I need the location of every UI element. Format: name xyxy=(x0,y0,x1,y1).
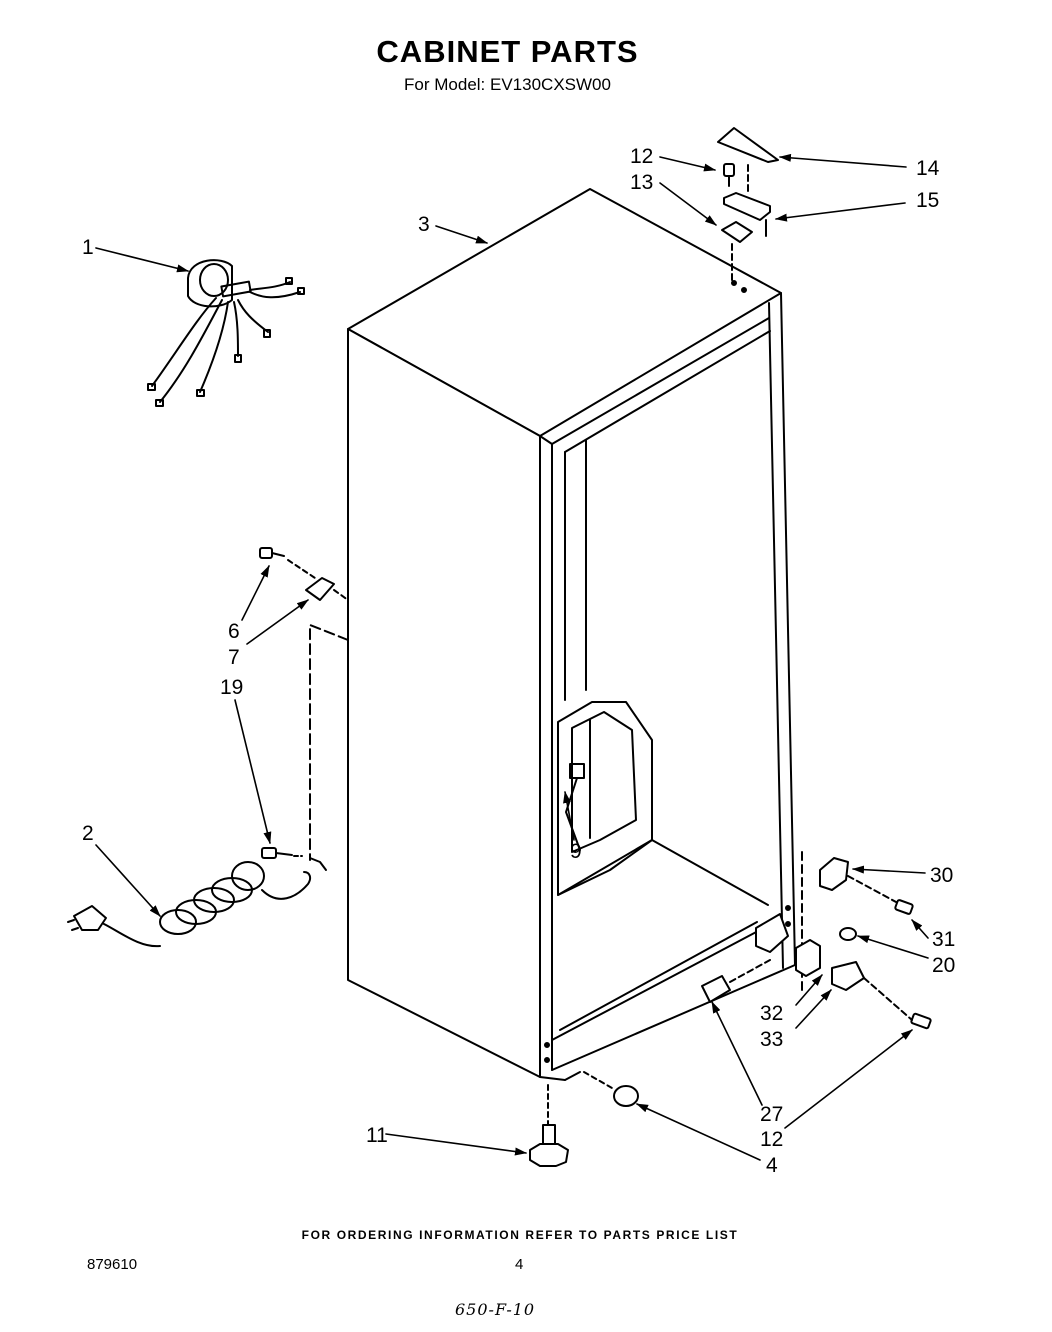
callout-33: 33 xyxy=(760,1028,783,1051)
callout-9: 9 xyxy=(570,840,582,863)
callout-1: 1 xyxy=(82,236,94,259)
part-27-block xyxy=(701,959,771,1003)
callout-19: 19 xyxy=(220,676,243,699)
callout-27: 27 xyxy=(760,1103,783,1126)
plug-button xyxy=(583,1071,639,1107)
document-number: 879610 xyxy=(87,1256,138,1273)
callout-14: 14 xyxy=(916,157,940,180)
leveling-leg xyxy=(529,1084,569,1167)
handwritten-note: 650-F-10 xyxy=(455,1300,536,1319)
power-cord xyxy=(67,861,312,948)
callout-30: 30 xyxy=(930,864,953,887)
callout-32: 32 xyxy=(760,1002,783,1025)
callout-31: 31 xyxy=(932,928,955,951)
ordering-note: FOR ORDERING INFORMATION REFER TO PARTS … xyxy=(301,1228,739,1242)
screw-and-clip xyxy=(259,547,349,601)
top-hinge-assembly xyxy=(717,127,779,281)
callout-15: 15 xyxy=(916,189,939,212)
leader-lines xyxy=(95,153,929,1161)
cabinet-body xyxy=(347,188,796,1081)
callout-2: 2 xyxy=(82,822,94,845)
page-number: 4 xyxy=(515,1256,524,1273)
callout-12-top: 12 xyxy=(630,145,653,168)
bottom-hinge-assembly xyxy=(755,851,932,1030)
callout-13: 13 xyxy=(630,171,653,194)
callout-11: 11 xyxy=(366,1124,388,1147)
cord-bracket xyxy=(261,624,349,871)
model-subtitle: For Model: EV130CXSW00 xyxy=(404,75,611,94)
page-title: CABINET PARTS xyxy=(376,34,639,69)
callout-3: 3 xyxy=(418,213,430,236)
callout-labels: 1 3 12 13 14 15 6 7 19 2 9 30 31 20 32 3… xyxy=(82,145,955,1177)
callout-7: 7 xyxy=(228,646,240,669)
machine-compartment xyxy=(557,701,653,896)
callout-6: 6 xyxy=(228,620,240,643)
callout-20: 20 xyxy=(932,954,955,977)
callout-12-bottom: 12 xyxy=(760,1128,783,1151)
wiring-harness xyxy=(147,259,305,407)
callout-4: 4 xyxy=(766,1154,778,1177)
